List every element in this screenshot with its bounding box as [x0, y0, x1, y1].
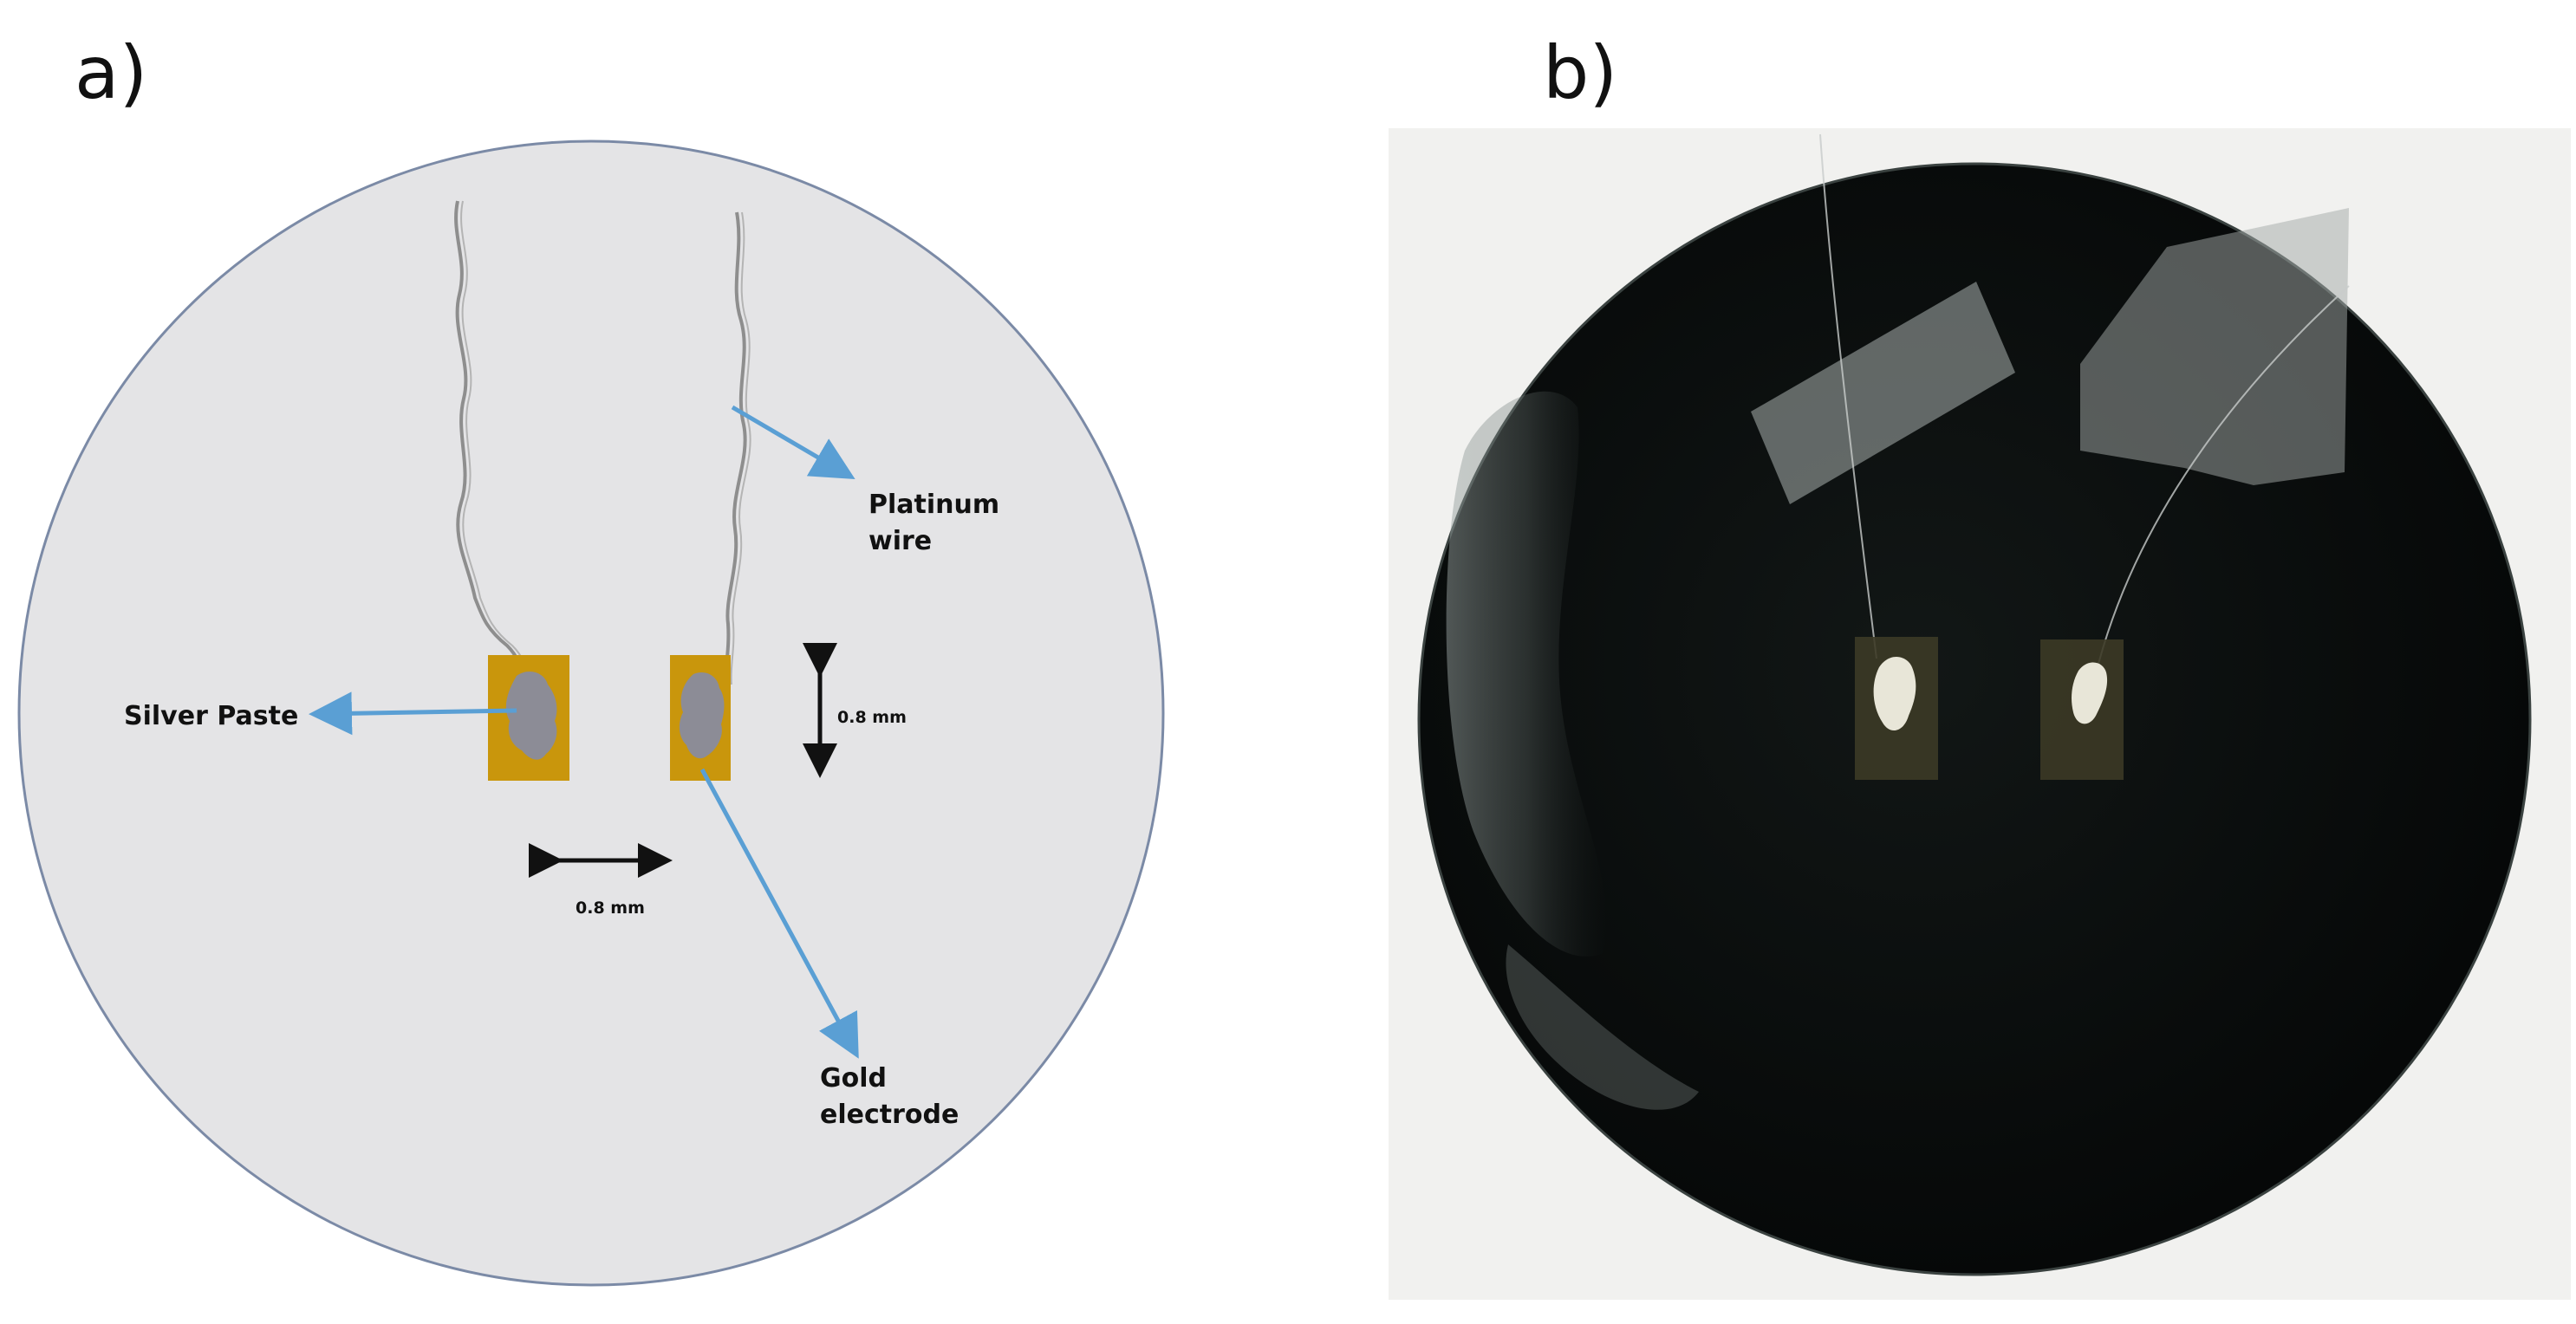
- platinum-wire-label-line1: Platinum: [868, 490, 999, 520]
- vertical-dimension-label: 0.8 mm: [837, 708, 907, 727]
- photo-panel: [1389, 128, 2571, 1300]
- horizontal-dimension-label: 0.8 mm: [576, 899, 645, 918]
- silver-paste-label: Silver Paste: [124, 701, 298, 731]
- photo-wire-right: [2097, 285, 2350, 668]
- photo-tape-right: [2080, 208, 2349, 485]
- silver-paste-left: [505, 672, 557, 760]
- substrate-disc: [17, 140, 1165, 1287]
- photo-glare-bottom: [1506, 944, 1699, 1110]
- platinum-wire-label-line2: wire: [868, 526, 932, 556]
- platinum-wire-left-strand: [460, 200, 530, 685]
- panel-a-label: a): [75, 30, 148, 115]
- platinum-wire-left: [454, 200, 525, 685]
- platinum-wire-arrow: [731, 405, 855, 480]
- gold-electrode-label-line2: electrode: [820, 1100, 959, 1130]
- photo-glare-left: [1446, 391, 1608, 957]
- gold-electrode-label-line1: Gold: [820, 1063, 887, 1094]
- photo-tape-left: [1751, 282, 2015, 504]
- platinum-wire-right: [724, 211, 747, 685]
- photo-wire-left: [1819, 133, 1877, 659]
- panel-b-label: b): [1543, 30, 1618, 115]
- platinum-wire-right-strand: [730, 211, 751, 685]
- photo-paste-left: [1873, 656, 1916, 731]
- silver-paste-arrow: [309, 691, 517, 736]
- photo-paste-right: [2072, 662, 2108, 724]
- silver-paste-right: [679, 672, 725, 759]
- gold-electrode-arrow: [699, 768, 859, 1059]
- schematic-panel: Silver Paste Platinum wire Gold electrod…: [17, 140, 1165, 1287]
- photo-rim-highlight: [1417, 162, 2532, 1276]
